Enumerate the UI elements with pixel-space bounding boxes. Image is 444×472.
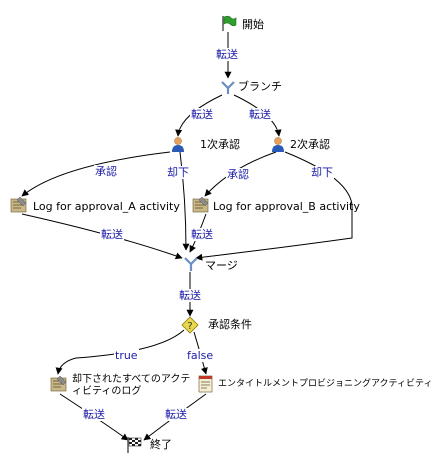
reject-log-icon[interactable] [50, 375, 67, 392]
edge-label-ent-end: 転送 [164, 408, 188, 421]
condition-diamond-icon[interactable]: ? [181, 316, 199, 334]
edge-label-branch-a2: 転送 [248, 108, 272, 121]
log-a-label: Log for approval_A activity [33, 200, 180, 213]
approve1-label: 1次承認 [200, 138, 240, 151]
end-flag-icon[interactable] [127, 437, 142, 453]
entitlement-icon[interactable] [198, 375, 213, 393]
edge-label-loga-merge: 転送 [100, 228, 124, 241]
log-a-icon[interactable] [10, 196, 27, 213]
approve2-label: 2次承認 [290, 138, 330, 151]
edge-label-cond-false: false [186, 349, 215, 362]
svg-text:?: ? [187, 321, 192, 332]
approver-2-icon[interactable] [272, 137, 284, 153]
start-flag-icon[interactable] [222, 15, 237, 31]
edge-label-cond-true: true [114, 349, 139, 362]
edge-approve1-loga[interactable] [21, 151, 171, 197]
end-label: 終了 [150, 438, 172, 451]
merge-label: マージ [205, 259, 238, 272]
branch-label: ブランチ [238, 80, 282, 93]
edge-label-a1-reject: 却下 [166, 166, 190, 179]
edge-label-logb-merge: 転送 [190, 228, 214, 241]
condition-label: 承認条件 [208, 318, 252, 331]
edge-label-branch-a1: 転送 [190, 108, 214, 121]
edge-approve1-merge[interactable] [179, 151, 190, 251]
edge-label-a1-approve: 承認 [94, 165, 118, 178]
edge-label-merge-cond: 転送 [178, 289, 202, 302]
branch-icon[interactable] [221, 81, 235, 94]
edge-label-a2-approve: 承認 [226, 168, 250, 181]
edge-label-a2-reject: 却下 [310, 166, 334, 179]
merge-icon[interactable] [184, 257, 198, 271]
start-label: 開始 [242, 18, 264, 31]
edge-condition-reject[interactable] [55, 329, 185, 375]
edge-label-reject-end: 転送 [82, 408, 106, 421]
entitlement-label: エンタイトルメントプロビジョニングアクティビティ [218, 379, 433, 389]
log-b-label: Log for approval_B activity [213, 200, 360, 213]
edge-label-start-branch: 転送 [215, 48, 239, 61]
reject-log-label: 却下されたすべてのアクティビティのログ [72, 374, 191, 397]
approver-1-icon[interactable] [172, 137, 184, 153]
log-b-icon[interactable] [192, 196, 209, 213]
